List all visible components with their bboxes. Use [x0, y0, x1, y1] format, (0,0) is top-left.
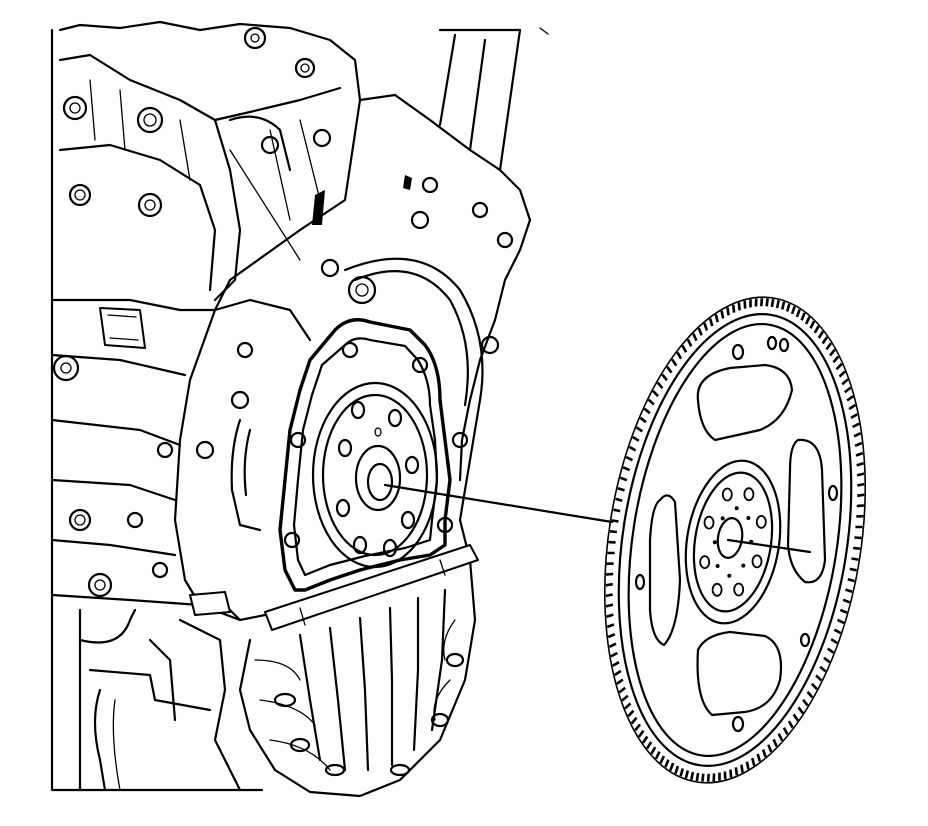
flexplate-hub-bolt-hole	[711, 582, 723, 597]
flexplate-outer-hole	[799, 632, 811, 648]
head-bolt-row	[62, 26, 316, 218]
ring-gear-outer-edge	[603, 296, 867, 784]
flexplate-window	[648, 494, 682, 647]
flexplate-flywheel	[603, 296, 867, 784]
crankshaft-flange	[311, 381, 439, 569]
flexplate-hub-bolt-hole	[699, 555, 711, 569]
flexplate-hub-dot	[712, 540, 717, 545]
flexplate-window	[696, 630, 783, 717]
rear-main-seal-housing	[189, 257, 484, 798]
flexplate-hub-dot	[720, 516, 725, 521]
ring-gear-tooth-set	[605, 298, 865, 782]
alignment-leader-line	[383, 483, 614, 524]
flexplate-outer-hole	[731, 715, 745, 733]
flexplate-hub-dot	[746, 516, 751, 520]
flexplate-hub-dot	[715, 564, 720, 568]
flexplate-outer-hole	[766, 335, 778, 351]
engine-block	[50, 20, 549, 792]
flexplate-hub-bolt-hole	[733, 582, 745, 597]
flexplate-window	[696, 363, 794, 442]
flexplate-bolt-holes	[699, 487, 767, 597]
flexplate-hub-bolt-hole	[721, 487, 733, 502]
flexplate-window	[786, 438, 827, 584]
flange-bolt-holes	[335, 400, 420, 558]
flexplate-hub-bolt-hole	[755, 515, 767, 529]
flexplate-outer-hole	[731, 343, 745, 361]
flexplate-outer-hole	[827, 484, 839, 502]
flexplate-hub-dot	[741, 563, 746, 568]
flexplate-hub-bolt-hole	[743, 487, 755, 502]
flexplate-hub-bolt-hole	[751, 554, 763, 569]
flexplate-hub-dot	[734, 506, 739, 511]
flexplate-outer-hole	[778, 337, 790, 353]
flexplate-hub-dot	[749, 539, 754, 544]
flexplate-hub-bolt-hole	[703, 515, 715, 530]
ring-gear-teeth	[603, 296, 867, 784]
flexplate-hub-dot	[727, 573, 732, 578]
flexplate-outer-hole	[634, 573, 646, 591]
